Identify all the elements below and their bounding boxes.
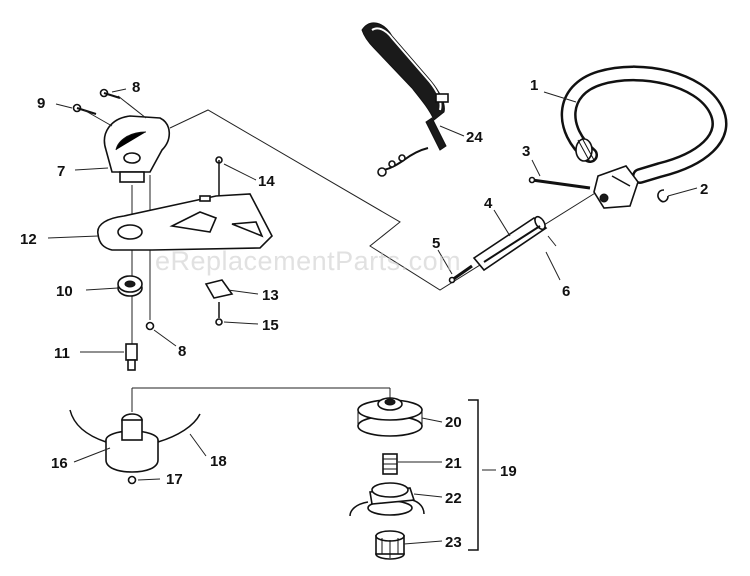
callout-17: 17 [166,471,183,488]
callout-9: 9 [37,95,45,112]
part-callouts: 1 2 3 4 5 6 7 8 8 9 10 11 12 13 14 15 16… [20,77,708,551]
callout-21: 21 [445,455,462,472]
handle-screw [528,176,591,190]
callout-6: 6 [562,283,570,300]
callout-14: 14 [258,173,275,190]
callout-18: 18 [210,453,227,470]
handle-loop [560,65,728,184]
callout-8-top: 8 [132,79,140,96]
spool-cover [357,397,423,437]
callout-7: 7 [57,163,65,180]
guard-plate [97,193,273,251]
callout-5: 5 [432,235,440,252]
clip-part [657,189,669,203]
drive-shaft [472,215,557,272]
nut-block [204,279,234,299]
guard-screws [215,156,223,326]
shaft-screw [448,264,473,284]
spacer [125,343,138,371]
callout-22: 22 [445,490,462,507]
spring [382,453,398,475]
callout-23: 23 [445,534,462,551]
watermark: eReplacementParts.com [155,246,461,276]
handle-clamp [593,165,639,209]
callout-8-bottom: 8 [178,343,186,360]
trimmer-head [69,409,201,473]
callout-12: 12 [20,231,37,248]
spool [349,482,425,517]
callout-2: 2 [700,181,708,198]
callout-20: 20 [445,414,462,431]
callout-1: 1 [530,77,538,94]
callout-11: 11 [54,345,70,362]
leader-lines [47,88,698,545]
callout-3: 3 [522,143,530,160]
bearing [117,275,143,297]
callout-24: 24 [466,129,483,146]
shoulder-strap [361,22,449,177]
gear-head [103,115,171,183]
callout-4: 4 [484,195,493,212]
spool-knob [375,530,405,560]
group-bracket [468,399,479,551]
callout-15: 15 [262,317,279,334]
callout-19: 19 [500,463,517,480]
callout-13: 13 [262,287,279,304]
callout-10: 10 [56,283,73,300]
callout-16: 16 [51,455,68,472]
head-bolt [127,475,137,485]
